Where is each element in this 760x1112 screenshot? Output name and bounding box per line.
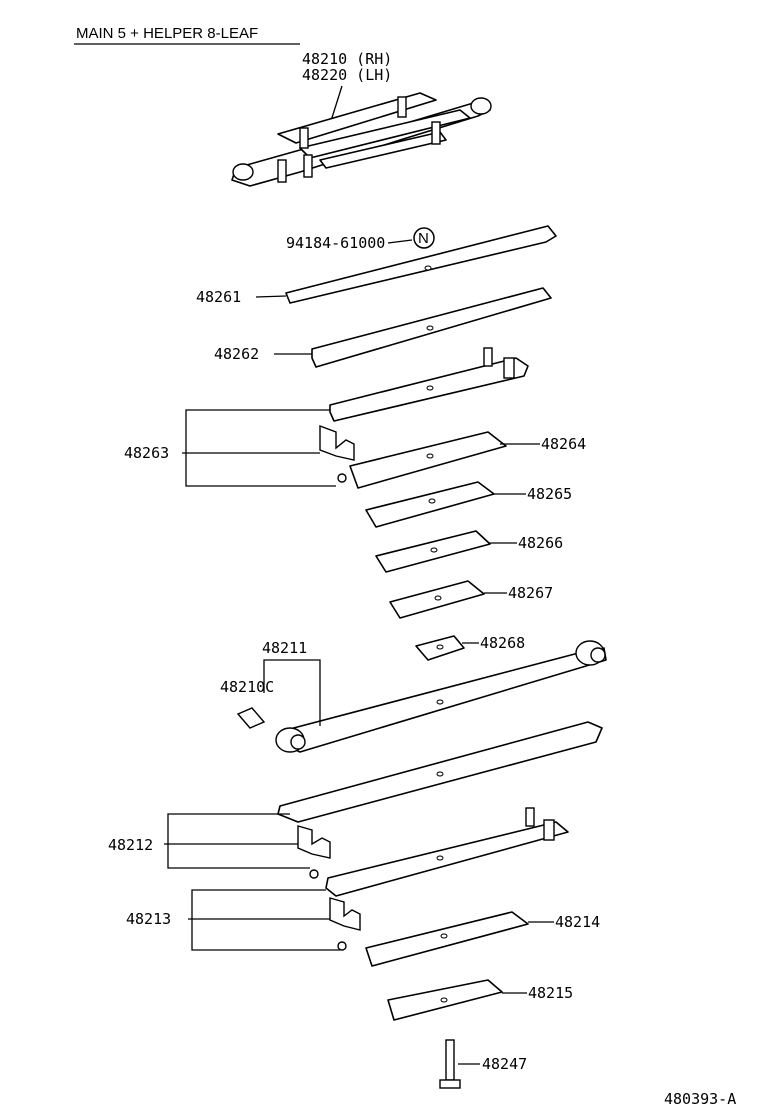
- label-94184-61000: 94184-61000: [286, 234, 385, 252]
- label-48212: 48212: [108, 836, 153, 854]
- spring-assembly-drawing: [231, 92, 492, 187]
- bolt-48213: [337, 941, 347, 951]
- leaf-48265: [365, 481, 495, 528]
- label-48268: 48268: [480, 634, 525, 652]
- label-48210c: 48210C: [220, 678, 274, 696]
- label-assembly-lh: 48220 (LH): [302, 66, 392, 84]
- label-assembly-rh: 48210 (RH): [302, 50, 392, 68]
- label-48213: 48213: [126, 910, 171, 928]
- label-48265: 48265: [527, 485, 572, 503]
- bracket-48211: [263, 659, 321, 726]
- leaf-48213-group: [325, 807, 569, 897]
- bolt-48263: [337, 473, 347, 483]
- leaf-48261: [285, 225, 557, 304]
- label-48263: 48263: [124, 444, 169, 462]
- bracket-48263: [185, 409, 336, 487]
- center-bolt-48247: [439, 1039, 461, 1089]
- notice-symbol-letter: N: [418, 230, 429, 247]
- label-48264: 48264: [541, 435, 586, 453]
- label-48214: 48214: [555, 913, 600, 931]
- leader-48261: [255, 295, 287, 298]
- leaf-48263-group: [329, 347, 529, 422]
- diagram-title: MAIN 5 + HELPER 8-LEAF: [76, 25, 258, 42]
- clip-48263: [319, 424, 355, 461]
- figure-id: 480393-A: [664, 1090, 736, 1108]
- bolt-48212: [309, 869, 319, 879]
- leaf-48214: [365, 911, 529, 967]
- clip-48213: [329, 897, 361, 931]
- bushing-48210c: [236, 707, 266, 729]
- clip-48212: [297, 825, 331, 859]
- label-48267: 48267: [508, 584, 553, 602]
- bracket-48212: [167, 813, 310, 869]
- label-48247: 48247: [482, 1055, 527, 1073]
- bracket-48213: [191, 889, 340, 951]
- label-48211: 48211: [262, 639, 307, 657]
- label-48215: 48215: [528, 984, 573, 1002]
- leader-94184: [387, 239, 413, 244]
- notice-symbol-icon: [413, 227, 435, 249]
- leaf-48264: [349, 431, 507, 489]
- label-48266: 48266: [518, 534, 563, 552]
- leaf-48211: [275, 640, 607, 753]
- label-48262: 48262: [214, 345, 259, 363]
- label-48261: 48261: [196, 288, 241, 306]
